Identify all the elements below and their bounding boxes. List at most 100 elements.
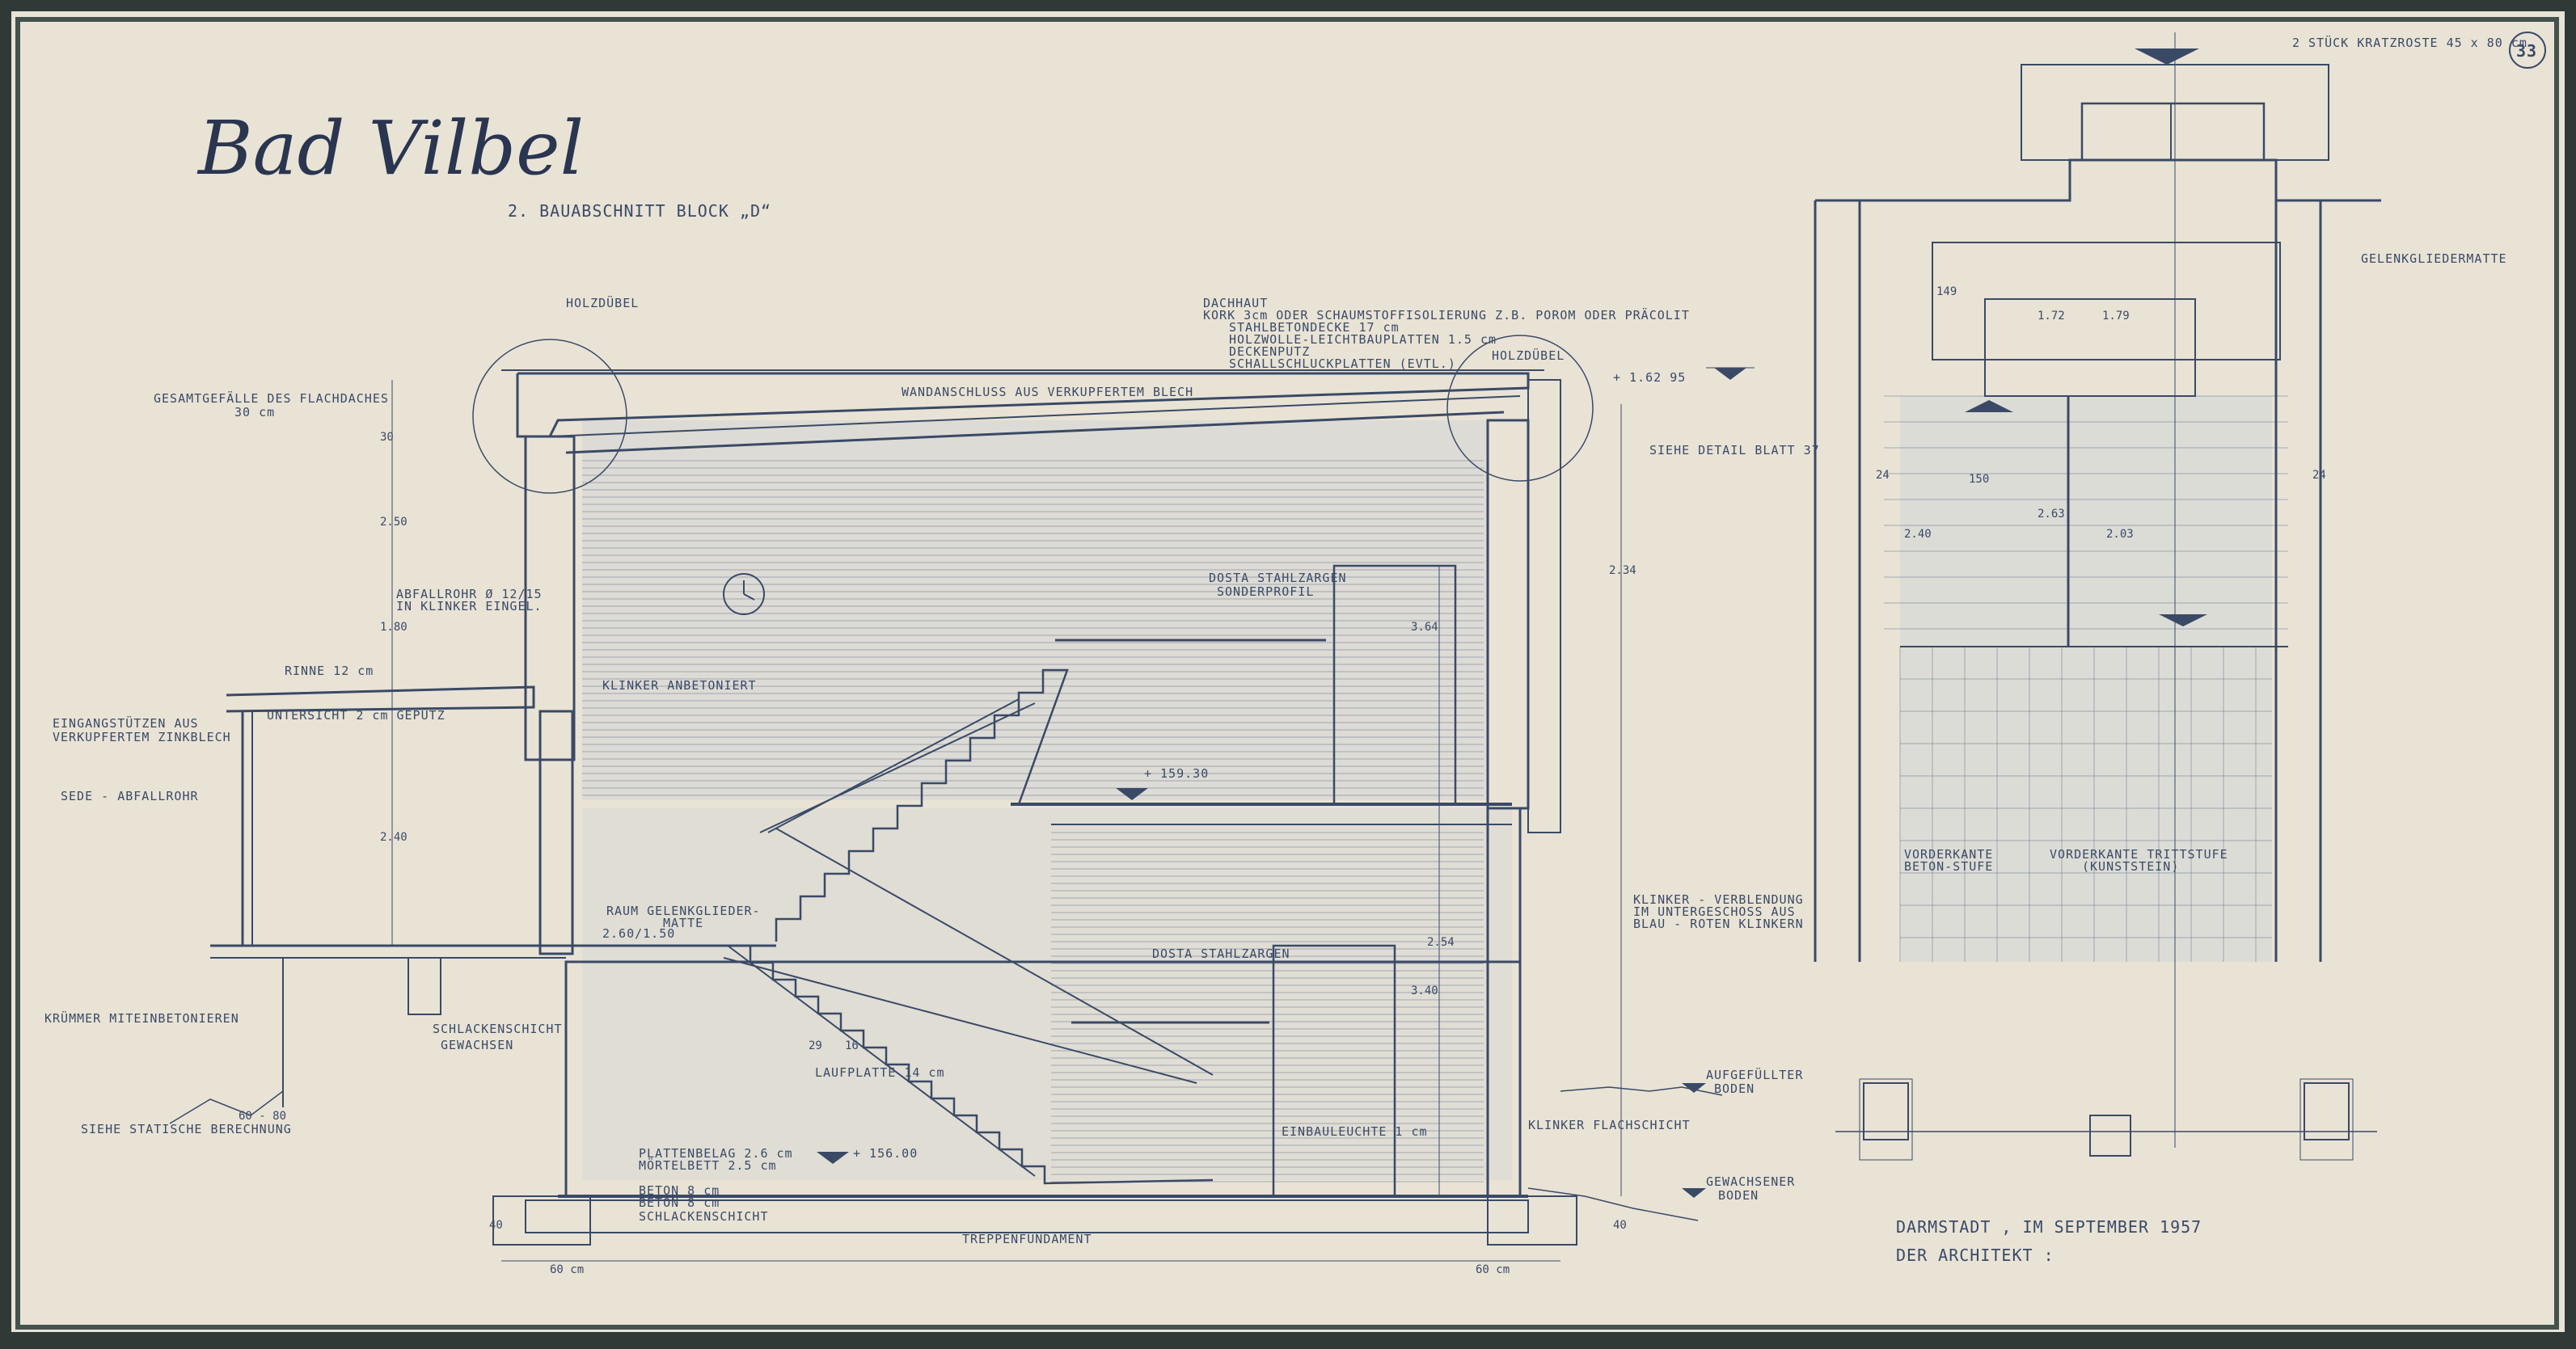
right-outer-wall — [1527, 379, 1561, 833]
plan-mat-outer — [1932, 242, 2281, 360]
note-beton-1: BETON 8 cm — [639, 1183, 720, 1198]
stair-soffit — [759, 702, 1036, 833]
note-aufgefuellter-1: AUFGEFÜLLTER — [1706, 1067, 1803, 1082]
dimension-labels: 60 cm 60 cm 40 40 30 2.50 1.80 2.40 2.34… — [239, 285, 2326, 1276]
dim-plan-179: 1.79 — [2102, 310, 2130, 322]
dim-180: 1.80 — [380, 621, 408, 634]
note-gewachsener-2: BODEN — [1718, 1188, 1759, 1203]
elev-top: + 1.62 95 — [1613, 370, 1686, 385]
note-wandanschluss: WANDANSCHLUSS AUS VERKUPFERTEM BLECH — [902, 385, 1193, 399]
upper-door — [1332, 564, 1457, 806]
roof-slab-top — [516, 372, 1530, 438]
note-klinker-verblendung-2: IM UNTERGESCHOSS AUS — [1633, 904, 1796, 919]
dim-plan-24a: 24 — [1876, 469, 1890, 482]
footer-architect: DER ARCHITEKT : — [1896, 1246, 2054, 1265]
wall-clock — [723, 573, 765, 615]
dim-plan-172: 1.72 — [2038, 310, 2065, 322]
plan-mat-inner — [1984, 298, 2196, 397]
note-gewachsener-1: GEWACHSENER — [1706, 1174, 1795, 1189]
dim-40r: 40 — [1613, 1219, 1627, 1232]
note-tuer-bottom: DOSTA STAHLZARGEN — [1152, 946, 1290, 961]
note-klinker-verblendung-1: KLINKER - VERBLENDUNG — [1633, 892, 1804, 907]
footer-place-date: DARMSTADT , IM SEPTEMBER 1957 — [1896, 1217, 2202, 1237]
elev-mid: + 159.30 — [1144, 766, 1209, 781]
note-tuer-top-2: SONDERPROFIL — [1217, 584, 1314, 599]
dim-60cm-left: 60 cm — [550, 1263, 584, 1276]
dim-plan-263: 2.63 — [2038, 508, 2065, 521]
note-holzduebel-left: HOLZDÜBEL — [566, 295, 639, 310]
note-kratzroste: 2 STÜCK KRATZROSTE 45 x 80 cm — [2292, 35, 2527, 50]
note-klinker-anbetoniert: KLINKER ANBETONIERT — [602, 678, 757, 693]
elev-low: + 156.00 — [853, 1146, 918, 1161]
dim-plan-24b: 24 — [2312, 469, 2326, 482]
dim-plan-240: 2.40 — [1904, 528, 1932, 541]
note-beton-2: BETON 8 cm — [639, 1195, 720, 1210]
entrance-step — [408, 957, 441, 1015]
dim-plan-149: 149 — [1936, 285, 1957, 298]
note-klinker-flach: KLINKER FLACHSCHICHT — [1528, 1118, 1691, 1132]
elevation-markers — [817, 48, 2207, 1198]
plan-tile-grid — [1884, 395, 2288, 962]
note-gefaelle-1: GESAMTGEFÄLLE DES FLACHDACHES — [154, 390, 389, 406]
ground-line-left — [169, 1090, 284, 1124]
note-holzduebel-right: HOLZDÜBEL — [1492, 348, 1565, 363]
note-schlacken-left: SCHLACKENSCHICHT — [433, 1022, 563, 1036]
roof-slab-bottom — [565, 411, 1505, 454]
plan-annotations: 2 STÜCK KRATZROSTE 45 x 80 cm GELENKGLIE… — [1904, 35, 2527, 874]
dim-30: 30 — [380, 431, 394, 444]
note-raum-2: MATTE — [663, 916, 703, 930]
note-treppenfundament: TREPPENFUNDAMENT — [962, 1232, 1092, 1246]
note-plattenbelag-2: MÖRTELBETT 2.5 cm — [639, 1157, 777, 1173]
note-rinne: RINNE 12 cm — [285, 664, 374, 678]
dim-40: 40 — [489, 1219, 503, 1232]
staircase — [728, 668, 1214, 1185]
note-vorderkante-beton-1: VORDERKANTE — [1904, 847, 1993, 862]
note-raum-1: RAUM GELENKGLIEDER- — [606, 904, 761, 918]
note-siehe-detail: SIEHE DETAIL BLATT 37 — [1649, 443, 1820, 457]
plan-drawing — [1814, 32, 2381, 1161]
section-annotations: DACHHAUT KORK 3cm ODER SCHAUMSTOFFISOLIE… — [44, 295, 1820, 1246]
note-krummer: KRÜMMER MITEINBETONIEREN — [44, 1010, 239, 1026]
section-drawing — [169, 335, 1723, 1262]
left-wall-lower — [538, 710, 574, 955]
note-vorderkante-beton-2: BETON-STUFE — [1904, 859, 1993, 874]
dim-6080: 60 - 80 — [239, 1110, 286, 1123]
note-raum-3: 2.60/1.50 — [602, 926, 675, 941]
note-abfallrohr-1: ABFALLROHR Ø 12/15 — [396, 587, 543, 601]
foundation-left — [492, 1195, 591, 1246]
dim-16: 16 — [845, 1039, 859, 1052]
stair-lower-flight — [728, 944, 1214, 1185]
paper-border — [15, 17, 2559, 1330]
dim-29: 29 — [809, 1039, 822, 1052]
hall-hatch — [582, 420, 1512, 1180]
note-aufgefuellter-2: BODEN — [1714, 1081, 1755, 1096]
note-klinker-verblendung-3: BLAU - ROTEN KLINKERN — [1633, 917, 1804, 931]
note-gewachsen-left: GEWACHSEN — [441, 1038, 513, 1052]
sheet-number: 33 — [2516, 41, 2537, 61]
detail-circle-right — [1446, 335, 1594, 482]
note-dachhaut-1: KORK 3cm ODER SCHAUMSTOFFISOLIERUNG Z.B.… — [1203, 307, 1690, 322]
drawing-subtitle: 2. BAUABSCHNITT BLOCK „D“ — [508, 201, 771, 221]
roof-slab-mid — [549, 395, 1521, 437]
dim-234: 2.34 — [1609, 564, 1636, 577]
dim-364: 3.64 — [1411, 621, 1438, 634]
note-einbauleuchte: EINBAULEUCHTE 1 cm — [1282, 1124, 1428, 1139]
dim-240: 2.40 — [380, 831, 408, 844]
note-vorderkante-tritt-2: (KUNSTSTEIN) — [2082, 859, 2179, 874]
note-eingang-2: VERKUPFERTEM ZINKBLECH — [53, 730, 231, 744]
stair-soffit-2 — [775, 828, 1214, 1076]
note-tuer-top-1: DOSTA STAHLZARGEN — [1209, 571, 1347, 585]
entrance-canopy — [226, 685, 535, 713]
dim-254: 2.54 — [1427, 936, 1455, 949]
detail-circle-left — [472, 339, 627, 494]
stair-handrail — [723, 957, 1197, 1084]
note-side-abfallrohr: SEDE - ABFALLROHR — [61, 789, 199, 803]
note-schlacken-bottom: SCHLACKENSCHICHT — [639, 1209, 769, 1224]
note-dachhaut-4: DECKENPUTZ — [1229, 344, 1310, 359]
note-laufplatte: LAUFPLATTE 14 cm — [815, 1065, 945, 1080]
note-gelenkglieder: GELENKGLIEDERMATTE — [2361, 251, 2507, 266]
plan-kratzrost — [2080, 102, 2266, 162]
elevation-labels: + 1.62 95 + 159.30 + 156.00 — [853, 370, 1686, 1161]
note-dachhaut-5: SCHALLSCHLUCKPLATTEN (EVTL.) — [1229, 356, 1456, 371]
